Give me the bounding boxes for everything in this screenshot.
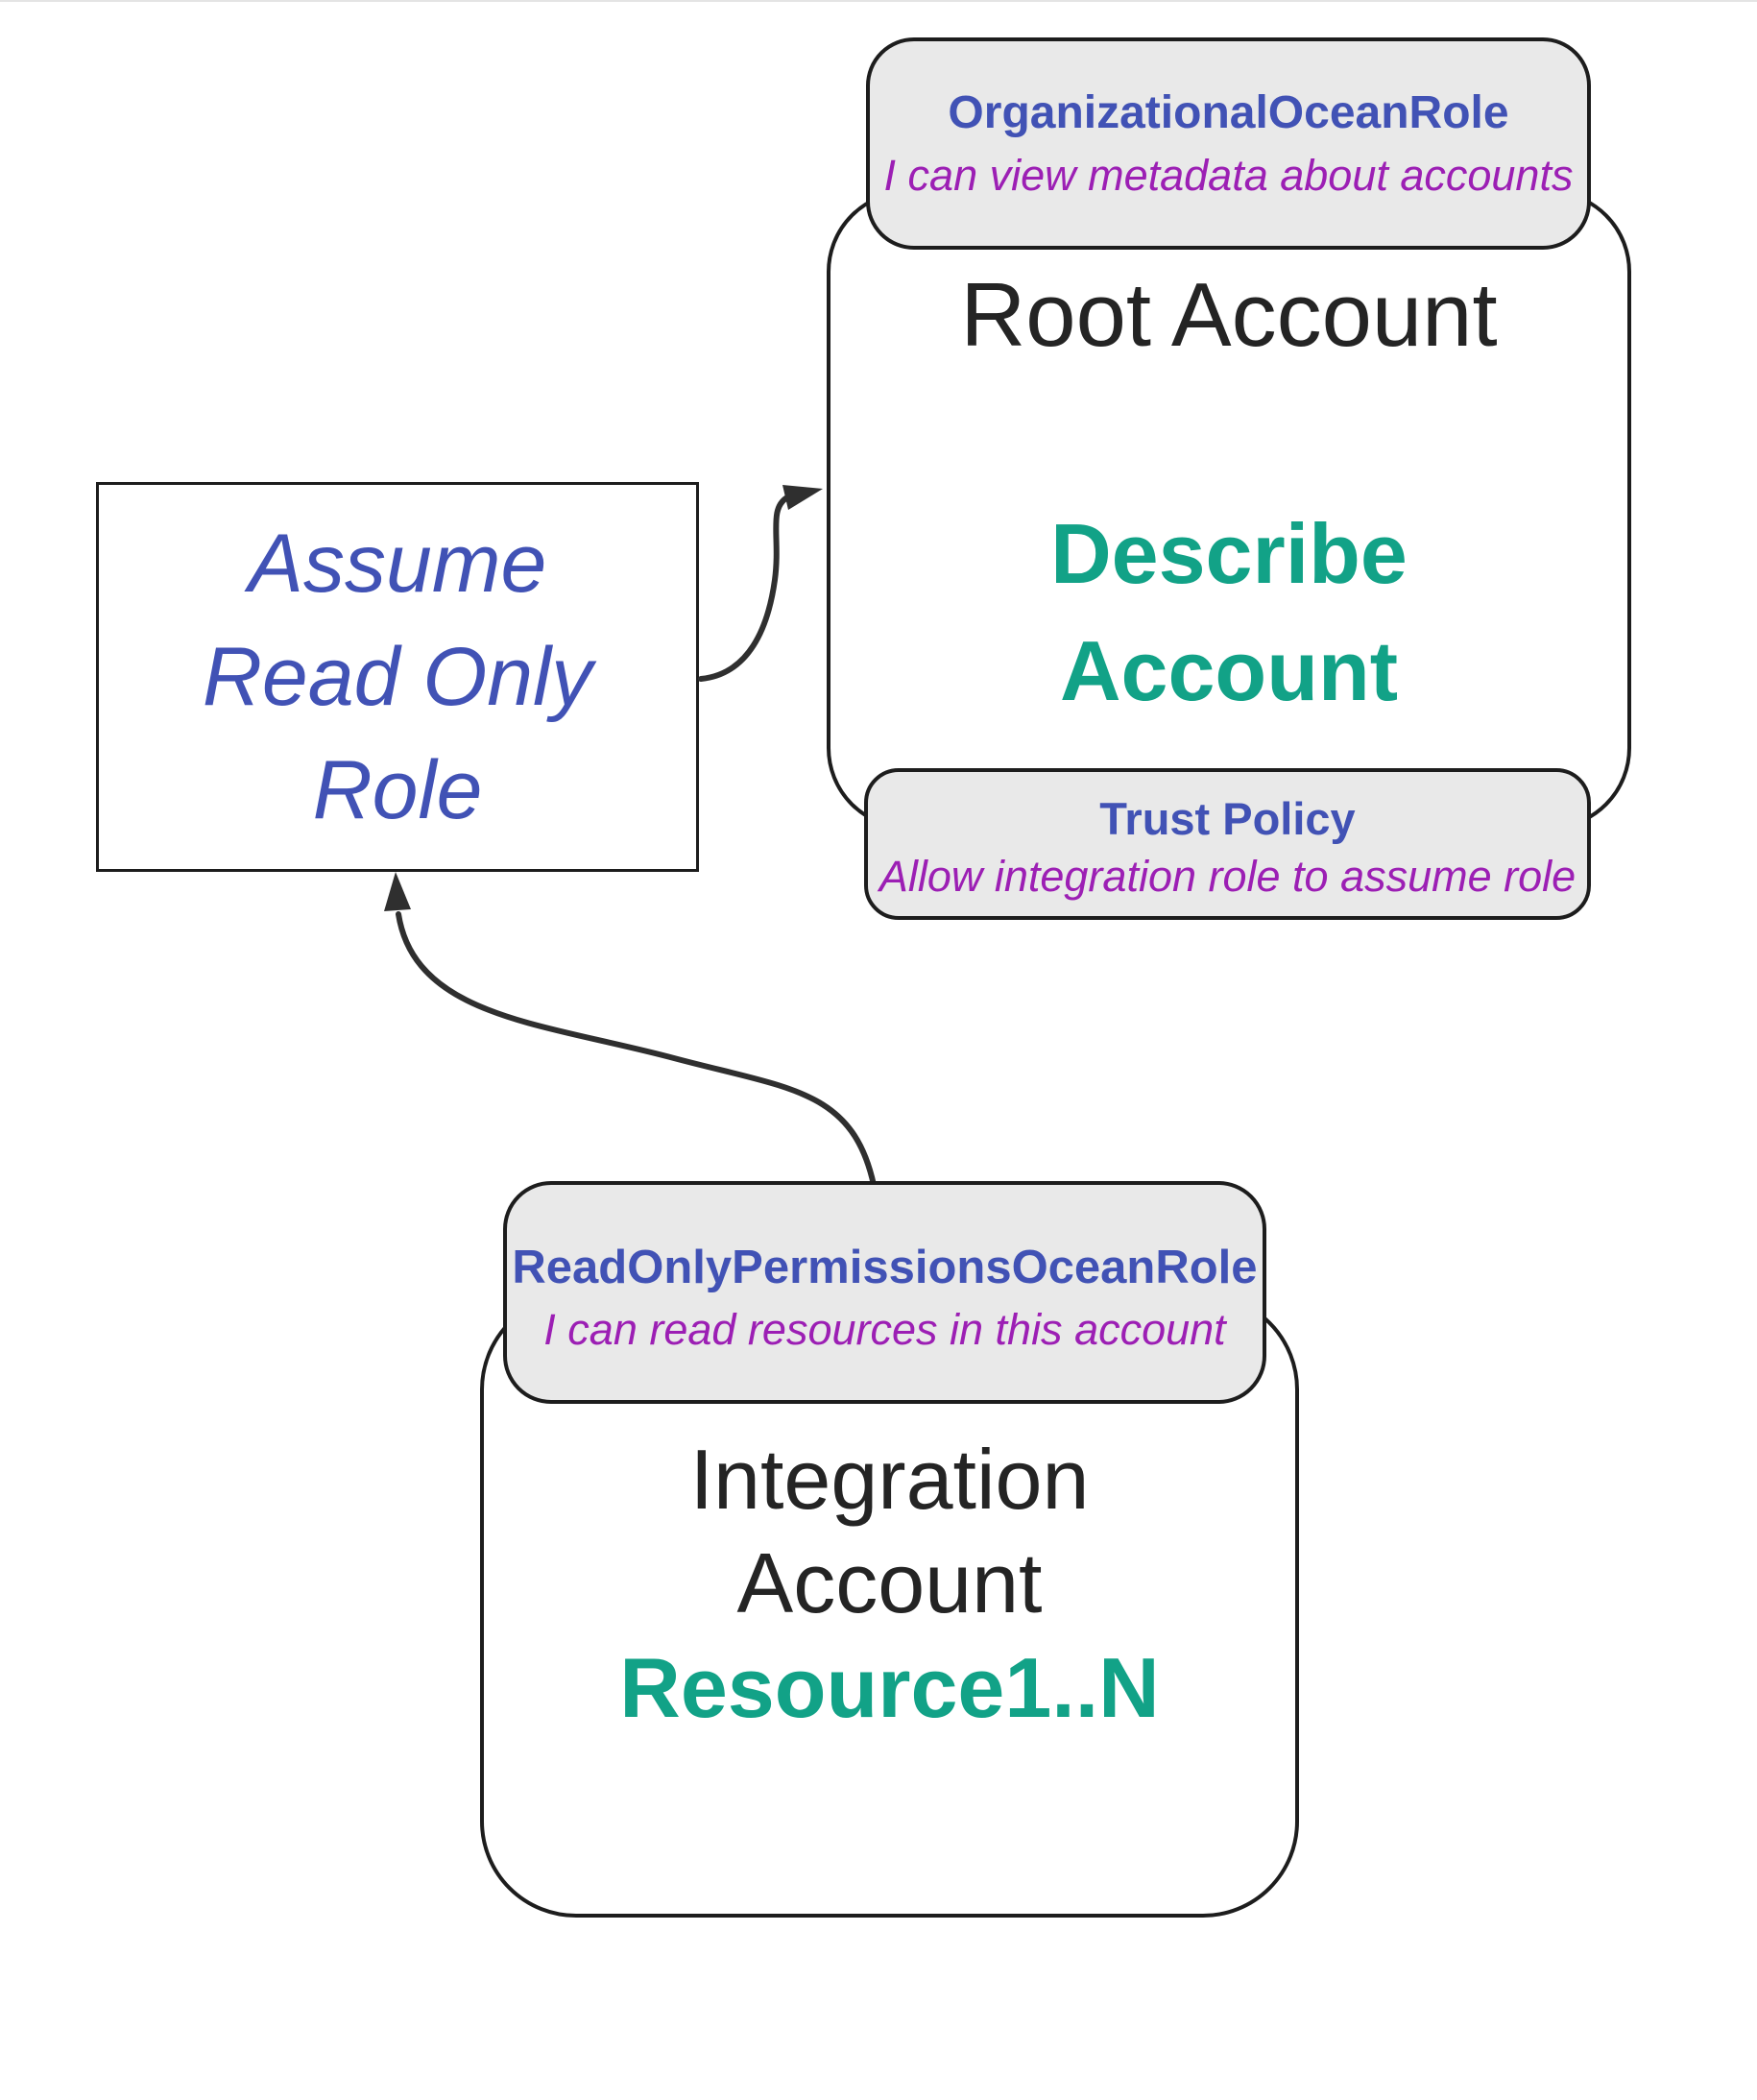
assume-line: Role (312, 744, 483, 836)
arrow-assume-to-root (698, 495, 790, 682)
integration-account-title: Integration Account (484, 1428, 1295, 1635)
arrowhead-assume-to-root-icon (782, 485, 823, 510)
root-account-box: Root Account Describe Account (827, 190, 1631, 830)
assume-line: Read Only (202, 631, 593, 723)
trust-policy-badge: Trust Policy Allow integration role to a… (864, 768, 1591, 920)
role-description-label: I can read resources in this account (543, 1304, 1226, 1354)
action-line: Account (1060, 623, 1398, 718)
arrow-integration-to-assume (396, 911, 877, 1188)
role-description-label: I can view metadata about accounts (883, 151, 1574, 200)
trust-policy-description-label: Allow integration role to assume role (878, 852, 1576, 901)
role-name-label: ReadOnlyPermissionsOceanRole (512, 1241, 1258, 1293)
arrowhead-integration-to-assume-icon (384, 872, 411, 911)
title-line: Account (736, 1535, 1043, 1630)
role-name-label: OrganizationalOceanRole (948, 87, 1509, 138)
readonly-permissions-role-badge: ReadOnlyPermissionsOceanRole I can read … (503, 1181, 1266, 1404)
describe-account-action: Describe Account (830, 495, 1627, 730)
trust-policy-label: Trust Policy (1099, 793, 1356, 844)
assume-line: Assume (248, 518, 547, 610)
assume-read-only-role-box: Assume Read Only Role (96, 482, 699, 872)
organizational-ocean-role-badge: OrganizationalOceanRole I can view metad… (866, 37, 1591, 250)
action-line: Describe (1050, 506, 1408, 601)
root-account-title: Root Account (960, 264, 1498, 365)
title-line: Integration (689, 1432, 1090, 1527)
resources-label: Resource1..N (619, 1640, 1160, 1735)
